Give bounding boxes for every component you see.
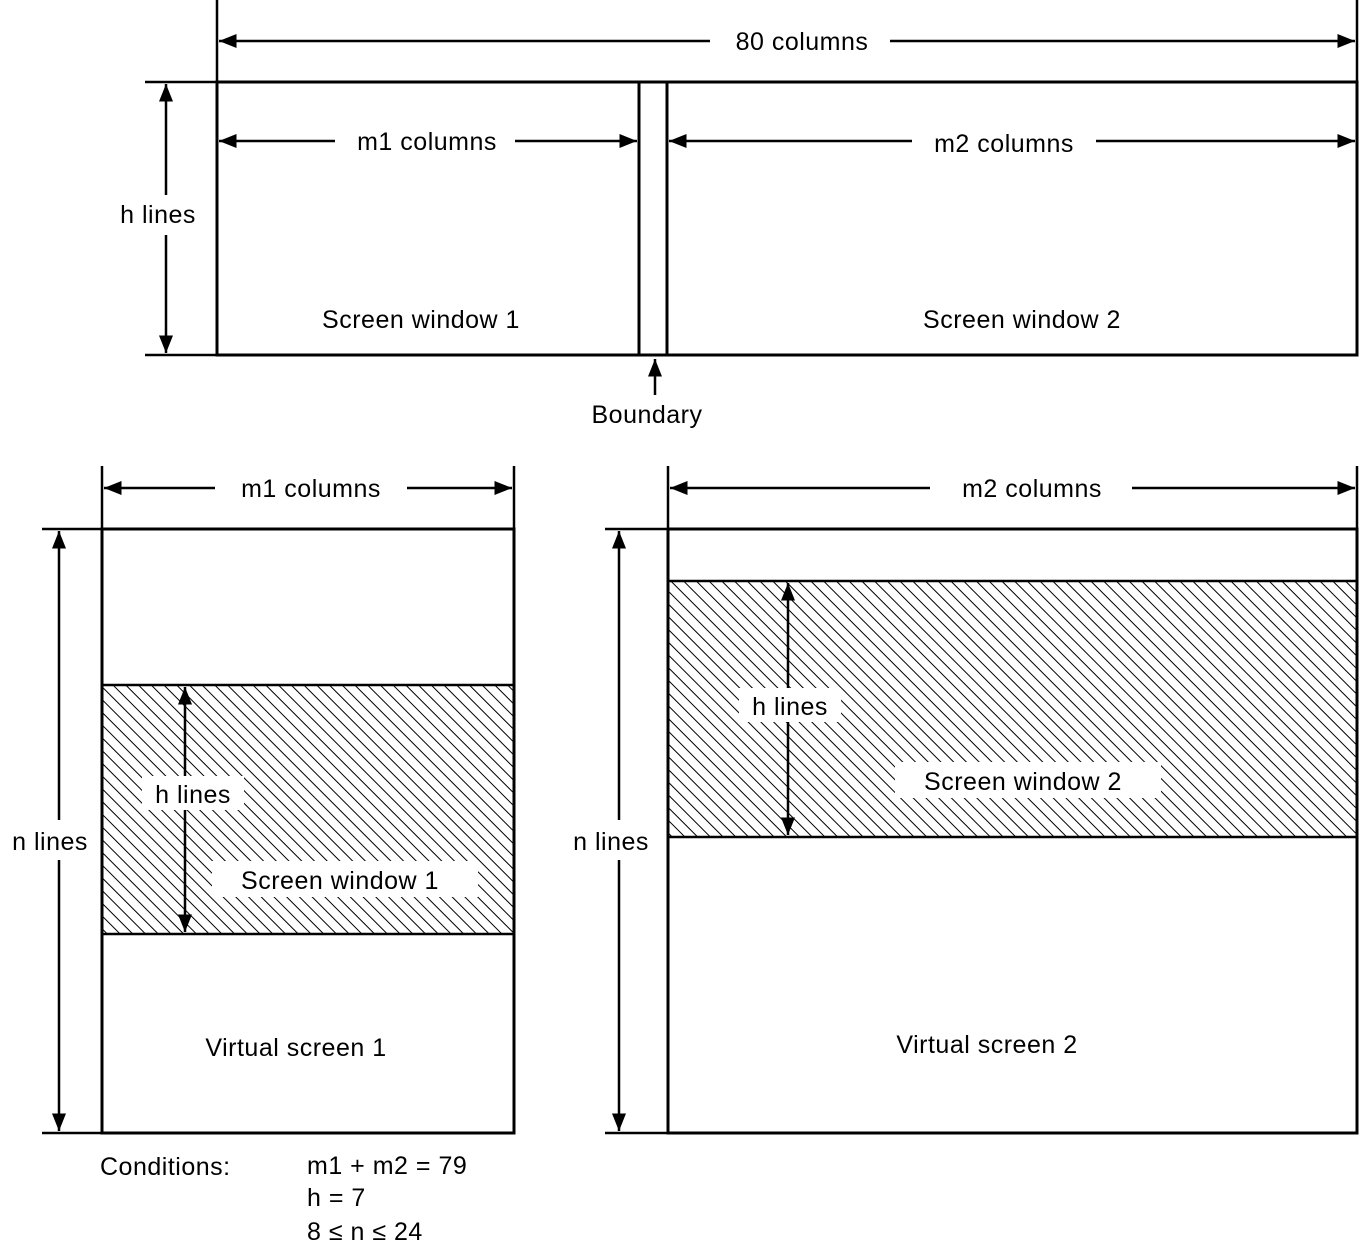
virtual-screen-2-label: Virtual screen 2 [896, 1031, 1077, 1059]
physical-screen: 80 columns h lines m1 columns m2 columns… [120, 0, 1359, 429]
screen-window-2-label: Screen window 2 [924, 768, 1122, 796]
screen-outline [215, 80, 1359, 357]
h-lines-label: h lines [752, 693, 828, 721]
screen-window-2-label: Screen window 2 [923, 306, 1121, 334]
conditions: Conditions: m1 + m2 = 79 h = 7 8 ≤ n ≤ 2… [100, 1152, 467, 1246]
screen-window-1-label: Screen window 1 [241, 867, 439, 895]
n-lines-label: n lines [12, 828, 88, 856]
boundary-strip [637, 80, 669, 357]
h-lines-label: h lines [155, 781, 231, 809]
virtual-screen-2: m2 columns n lines h lines Screen window… [573, 466, 1359, 1135]
m2-width-label: m2 columns [934, 130, 1074, 158]
height-label: h lines [120, 201, 196, 229]
condition-line: m1 + m2 = 79 [307, 1152, 467, 1180]
boundary-label: Boundary [591, 401, 702, 429]
conditions-title: Conditions: [100, 1153, 231, 1181]
condition-line: 8 ≤ n ≤ 24 [307, 1218, 423, 1246]
virtual-screen-1: m1 columns n lines h lines Screen window… [12, 466, 516, 1135]
m1-width-label: m1 columns [241, 475, 381, 503]
n-lines-label: n lines [573, 828, 649, 856]
m2-width-label: m2 columns [962, 475, 1102, 503]
screen-window-1-label: Screen window 1 [322, 306, 520, 334]
virtual-screen-1-label: Virtual screen 1 [205, 1034, 386, 1062]
m1-width-label: m1 columns [357, 128, 497, 156]
total-width-label: 80 columns [736, 28, 869, 56]
condition-line: h = 7 [307, 1184, 366, 1212]
